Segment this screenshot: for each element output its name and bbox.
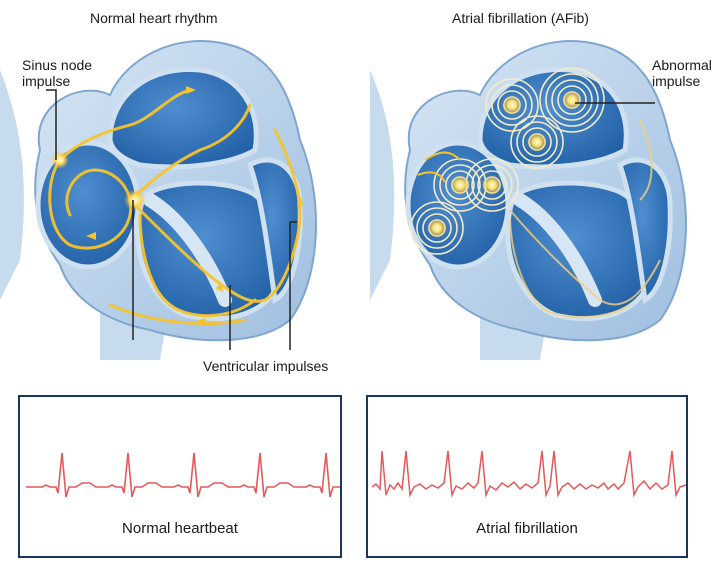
normal-ecg-trace (26, 452, 340, 498)
afib-ecg-box: Atrial fibrillation (366, 395, 688, 558)
afib-heart (370, 40, 688, 360)
normal-heartbeat-ecg-box: Normal heartbeat (18, 395, 342, 558)
normal-heart (0, 40, 318, 360)
heart-illustrations (0, 40, 688, 360)
afib-title: Atrial fibrillation (AFib) (452, 10, 589, 26)
normal-rhythm-title: Normal heart rhythm (90, 10, 218, 26)
afib-ecg-trace (371, 450, 687, 498)
afib-caption: Atrial fibrillation (476, 520, 578, 537)
abnormal-impulse-label: Abnormal impulse (652, 57, 712, 89)
ventricular-impulses-label: Ventricular impulses (203, 358, 329, 374)
normal-heartbeat-caption: Normal heartbeat (122, 520, 238, 537)
label-leader-lines (46, 89, 655, 350)
sinus-node-label: Sinus node impulse (22, 57, 93, 89)
